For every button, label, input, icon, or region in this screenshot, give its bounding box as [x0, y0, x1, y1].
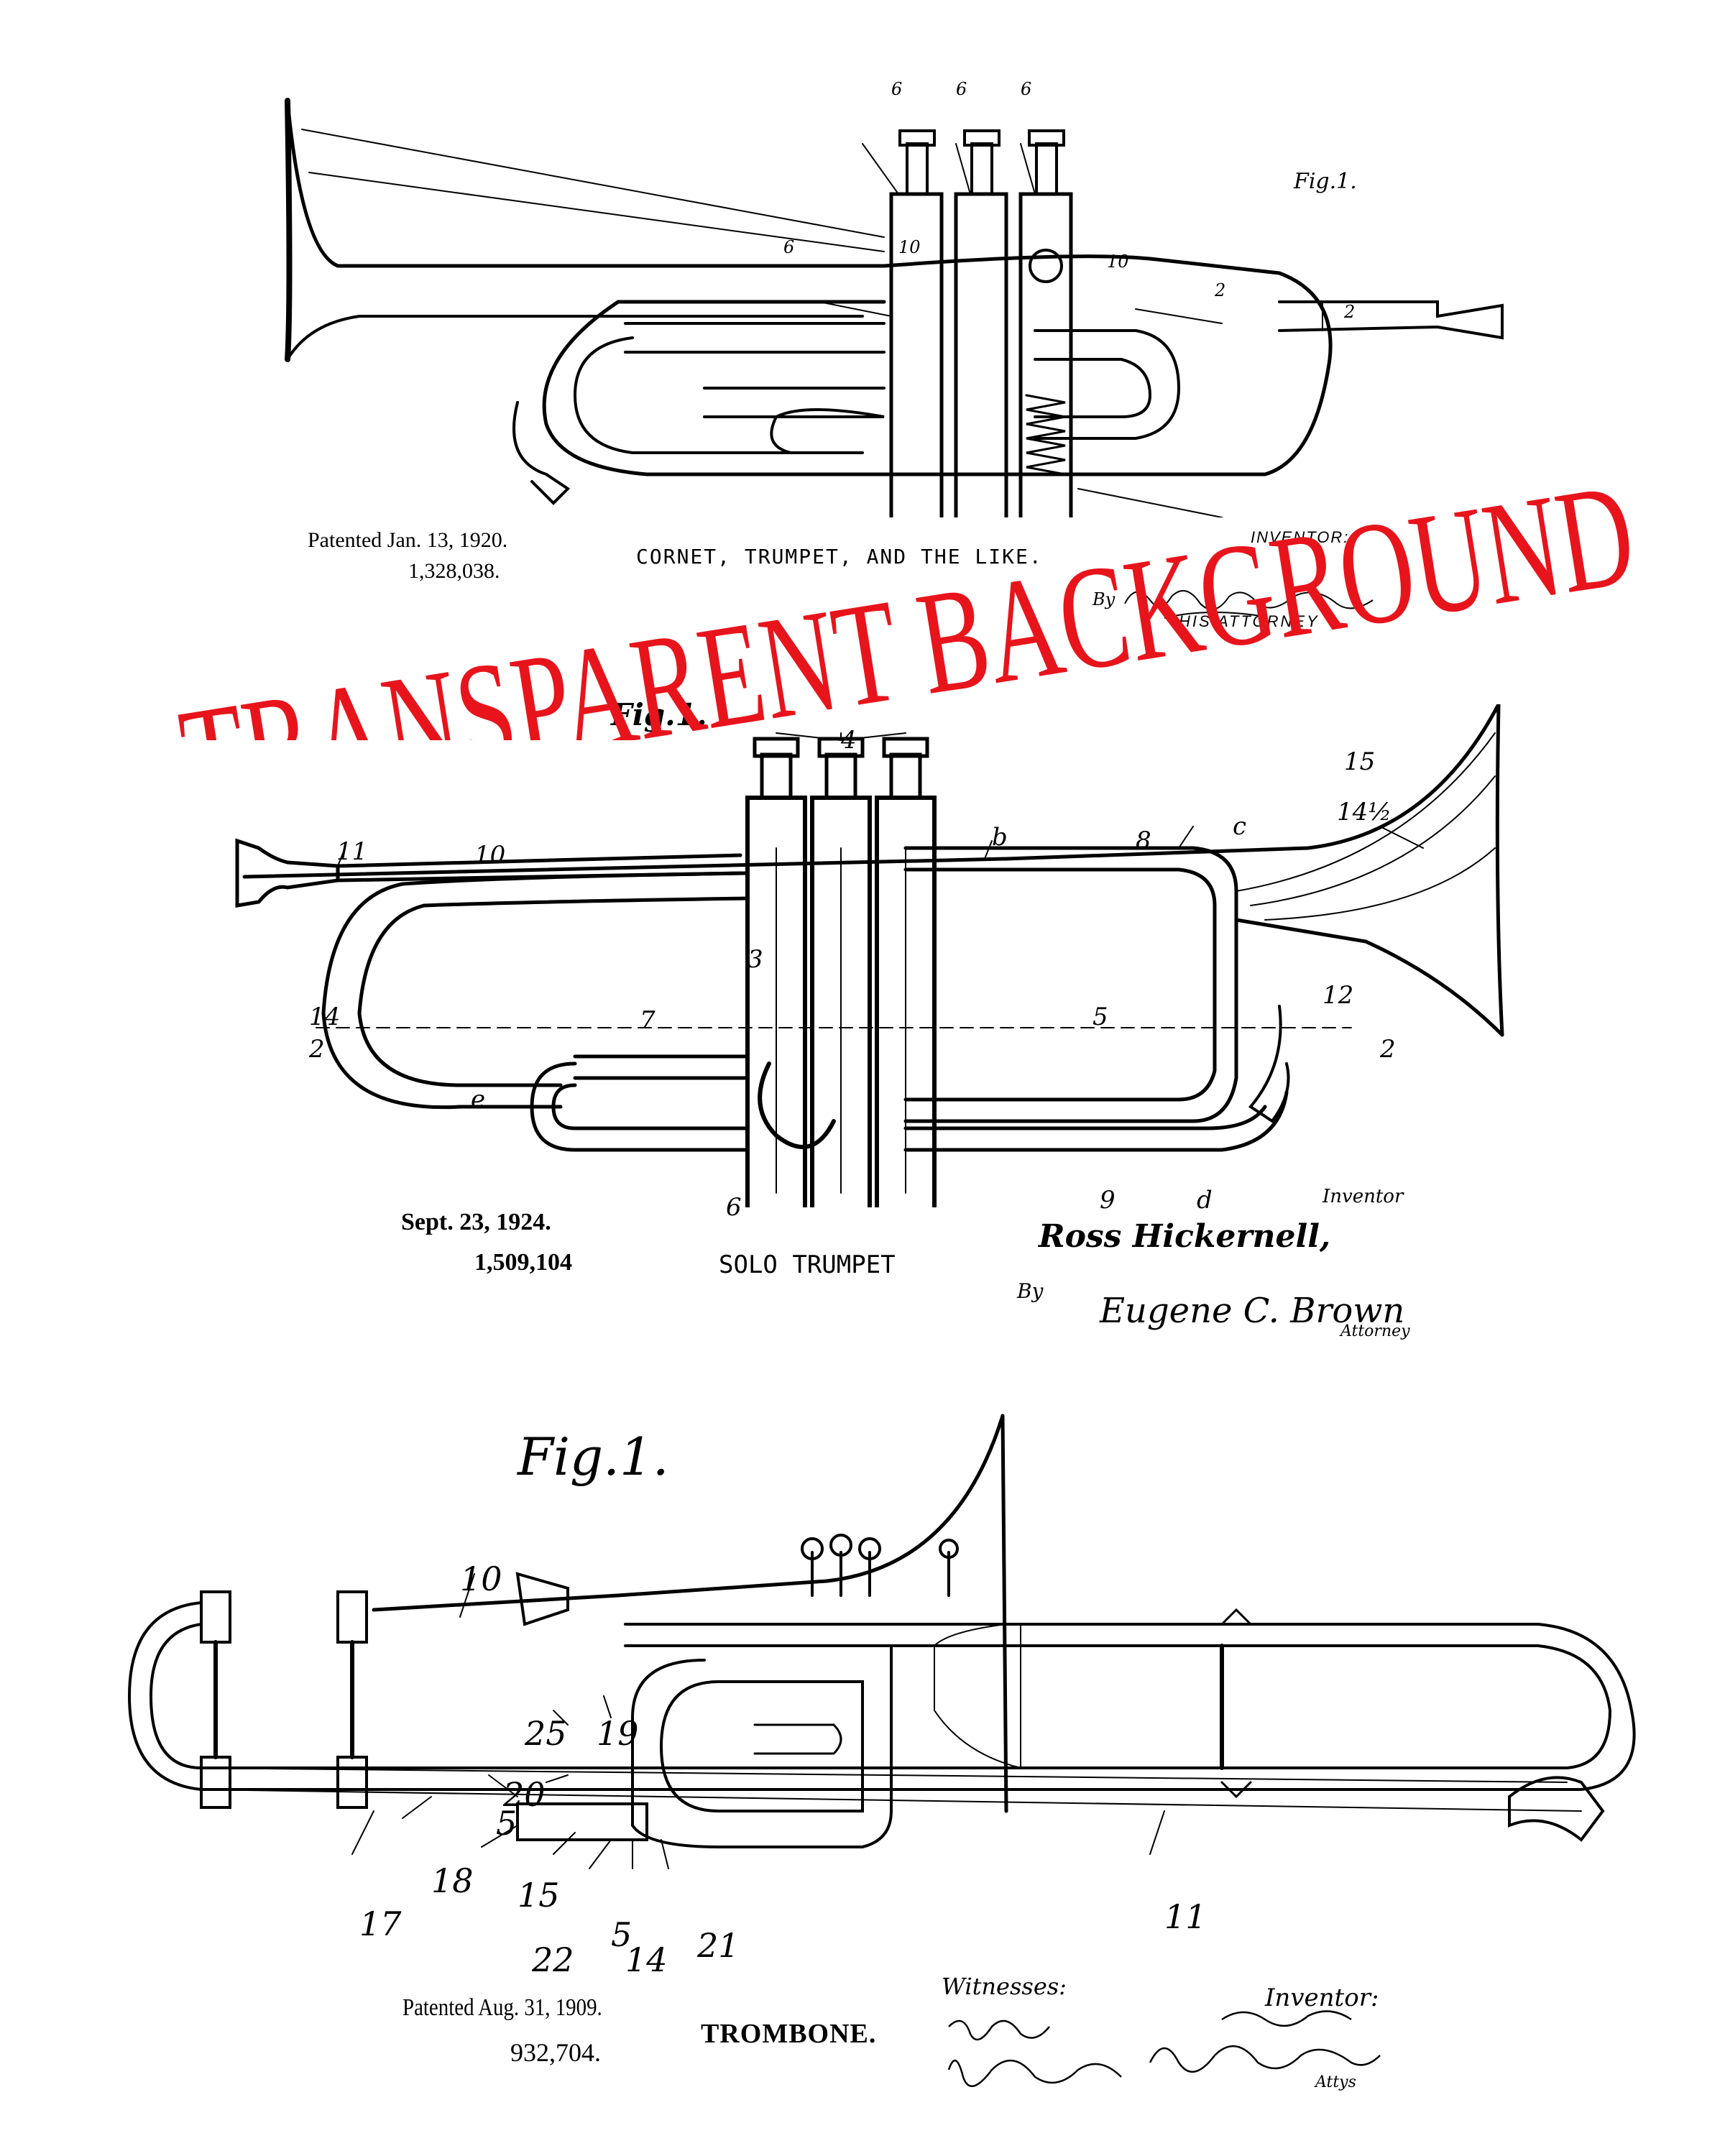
patent2-attorney-label: Attorney	[1340, 1322, 1410, 1340]
patent1-ref-number: 10	[1107, 252, 1129, 272]
patent3-number: 932,704.	[510, 2038, 601, 2067]
patent1-attorney-signature	[1124, 590, 1374, 619]
patent3-witnesses-label: Witnesses:	[942, 1973, 1067, 2000]
cornet-drawing	[0, 86, 1725, 517]
patent1-ref-number: 10	[898, 237, 921, 257]
patent1-ref-number: 6	[956, 79, 967, 99]
patent3-ref-number: 17	[359, 1904, 402, 1943]
patent3-title: TROMBONE.	[701, 2019, 877, 2049]
patent2-ref-number: 7	[640, 1006, 656, 1035]
patent1-inventor-label: INVENTOR:	[1251, 528, 1350, 546]
patent2-ref-number: 2	[1380, 1035, 1396, 1064]
patent2-ref-number: 4	[841, 726, 857, 755]
patent3-ref-number: 5	[611, 1915, 632, 1954]
patent1-date: Patented Jan. 13, 1920.	[308, 528, 508, 552]
patent2-ref-number: 9	[1100, 1186, 1116, 1215]
patent3-fig-label: Fig.1.	[518, 1427, 669, 1487]
patent1-ref-number: 2	[1215, 280, 1226, 300]
patent3-ref-number: 25	[525, 1714, 567, 1753]
patent2-ref-number: 10	[474, 841, 506, 870]
patent1-ref-number: 6	[783, 237, 795, 257]
patent2-ref-number: 2	[309, 1035, 325, 1064]
patent3-ref-number: 11	[1164, 1897, 1207, 1936]
patent3-attorney-label: Attys	[1315, 2073, 1356, 2091]
patent1-attorney-prefix: By	[1092, 589, 1116, 609]
patent2-attorney-signature: Eugene C. Brown	[1100, 1291, 1405, 1331]
patent2-ref-number: c	[1233, 812, 1247, 841]
patent2-ref-number: e	[471, 1085, 486, 1114]
patent3-inventor-label: Inventor:	[1265, 1984, 1379, 2012]
patent3-ref-number: 21	[697, 1926, 740, 1965]
trombone-drawing	[0, 1409, 1725, 1897]
patent1-fig-label: Fig.1.	[1294, 169, 1357, 194]
patent3-ref-number: 20	[503, 1775, 546, 1814]
patent1-number: 1,328,038.	[408, 559, 500, 583]
patent3-ref-number: 15	[518, 1876, 560, 1915]
patent1-ref-number: 2	[1344, 302, 1356, 322]
patent1-ref-number: 6	[891, 79, 903, 99]
patent2-attorney-prefix: By	[1017, 1279, 1044, 1303]
patent3-date: Patented Aug. 31, 1909.	[402, 1994, 602, 2021]
patent2-ref-number: b	[992, 823, 1008, 852]
patent3-ref-number: 14	[625, 1940, 668, 1979]
patent1-attorney-label: HIS ATTORNEY	[1179, 612, 1320, 630]
patent1-title: CORNET, TRUMPET, AND THE LIKE.	[636, 545, 1043, 568]
trumpet-drawing	[0, 704, 1725, 1207]
patent3-ref-number: 18	[431, 1861, 474, 1900]
patent2-ref-number: d	[1197, 1186, 1213, 1215]
patent2-ref-number: 6	[726, 1193, 742, 1222]
patent2-ref-number: 3	[748, 945, 763, 974]
patent2-ref-number: 5	[1092, 1003, 1108, 1031]
patent2-ref-number: 11	[336, 837, 368, 866]
patent3-ref-number: 19	[597, 1714, 639, 1753]
patent2-ref-number: 14½	[1337, 798, 1392, 826]
patent2-title: SOLO TRUMPET	[719, 1250, 896, 1279]
patent2-inventor-label: Inventor	[1322, 1186, 1404, 1207]
patent2-ref-number: 12	[1322, 981, 1354, 1010]
patent2-ref-number: 8	[1136, 826, 1151, 855]
patent2-fig-label: Fig.1.	[611, 697, 707, 732]
patent2-inventor-name: Ross Hickernell,	[1039, 1218, 1331, 1255]
patent2-date: Sept. 23, 1924.	[401, 1209, 551, 1235]
patent2-ref-number: 15	[1344, 747, 1376, 776]
patent3-ref-number: 10	[460, 1560, 502, 1598]
patent3-ref-number: 22	[532, 1940, 574, 1979]
patent3-signatures	[947, 2010, 1381, 2088]
patent2-number: 1,509,104	[474, 1249, 572, 1276]
patent3-ref-number: 5	[496, 1804, 518, 1843]
patent1-ref-number: 6	[1021, 79, 1032, 99]
patent2-ref-number: 14	[309, 1003, 341, 1031]
